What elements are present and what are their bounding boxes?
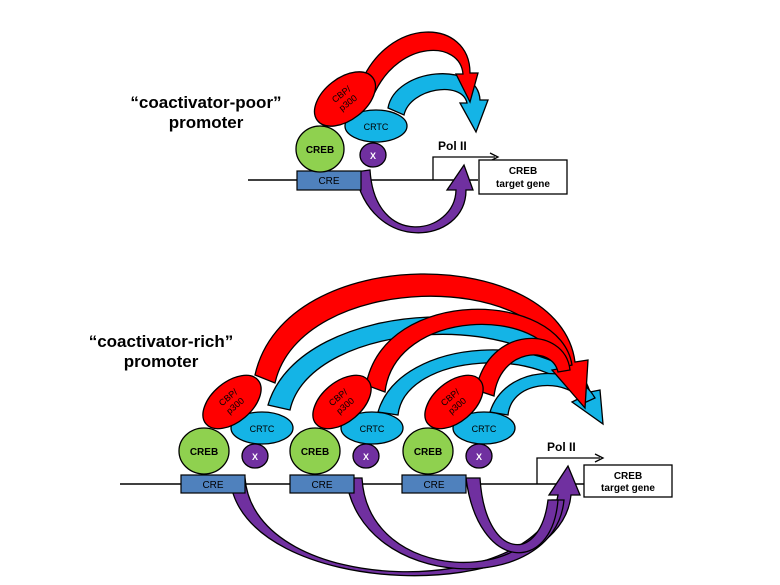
rich-x-label-3: X bbox=[476, 452, 482, 462]
rich-crtc-2 bbox=[340, 411, 404, 445]
poor-tss-arrow bbox=[432, 156, 495, 180]
rich-title-line1: “coactivator-rich” bbox=[89, 332, 234, 351]
panel-coactivator-rich: “coactivator-rich” promoter CRE CRE CRE … bbox=[89, 273, 673, 577]
rich-crtc-3 bbox=[452, 411, 516, 445]
poor-purple-arrow bbox=[354, 163, 474, 234]
rich-title-line2: promoter bbox=[124, 352, 199, 371]
rich-crtc-label-1: CRTC bbox=[250, 424, 275, 434]
rich-cre-box-3 bbox=[401, 474, 467, 494]
rich-red-arrow-3 bbox=[475, 337, 571, 397]
rich-creb-3 bbox=[402, 427, 454, 475]
poor-gene-box bbox=[478, 159, 568, 195]
rich-crtc-1 bbox=[230, 411, 294, 445]
rich-cre-box-1 bbox=[180, 474, 246, 494]
rich-purple-arrow-2 bbox=[345, 477, 565, 570]
rich-cre-label-2: CRE bbox=[311, 480, 332, 491]
rich-purple-arrow-3 bbox=[465, 477, 559, 554]
poor-cbp bbox=[313, 71, 377, 127]
poor-red-arrow bbox=[359, 31, 479, 104]
rich-cre-box-2 bbox=[289, 474, 355, 494]
panel-coactivator-poor: “coactivator-poor” promoter CRE Pol II C… bbox=[130, 31, 568, 234]
rich-creb-1 bbox=[178, 427, 230, 475]
rich-cbp-1 bbox=[202, 374, 262, 430]
poor-gene-line1: CREB bbox=[509, 166, 537, 177]
rich-x-label-1: X bbox=[252, 452, 258, 462]
poor-crtc bbox=[344, 109, 408, 143]
rich-cre-label-3: CRE bbox=[423, 480, 444, 491]
rich-creb-label-1: CREB bbox=[190, 447, 218, 458]
poor-creb-label: CREB bbox=[306, 145, 334, 156]
poor-crtc-label: CRTC bbox=[364, 122, 389, 132]
rich-purple-arrow-1 bbox=[229, 464, 581, 577]
rich-crtc-label-3: CRTC bbox=[472, 424, 497, 434]
rich-red-arrow-1 bbox=[254, 273, 589, 410]
rich-cbp-2 bbox=[312, 374, 372, 430]
rich-creb-2 bbox=[289, 427, 341, 475]
poor-pol-label: Pol II bbox=[438, 139, 467, 153]
rich-tss-arrow bbox=[536, 457, 600, 484]
poor-cre-label: CRE bbox=[318, 176, 339, 187]
rich-creb-label-2: CREB bbox=[301, 447, 329, 458]
rich-gene-box bbox=[583, 464, 673, 498]
rich-x-label-2: X bbox=[363, 452, 369, 462]
poor-creb bbox=[295, 125, 345, 173]
poor-title-line2: promoter bbox=[169, 113, 244, 132]
rich-cbp-3 bbox=[424, 374, 484, 430]
rich-tss-arrowhead bbox=[594, 453, 605, 463]
poor-gene-line2: target gene bbox=[496, 179, 550, 190]
rich-pol-label: Pol II bbox=[547, 440, 576, 454]
rich-creb-label-3: CREB bbox=[414, 447, 442, 458]
rich-gene-line1: CREB bbox=[614, 471, 642, 482]
poor-x bbox=[359, 142, 387, 168]
poor-x-label: X bbox=[370, 151, 376, 161]
poor-title-line1: “coactivator-poor” bbox=[130, 93, 281, 112]
rich-gene-line2: target gene bbox=[601, 483, 655, 494]
rich-cre-label-1: CRE bbox=[202, 480, 223, 491]
rich-crtc-label-2: CRTC bbox=[360, 424, 385, 434]
